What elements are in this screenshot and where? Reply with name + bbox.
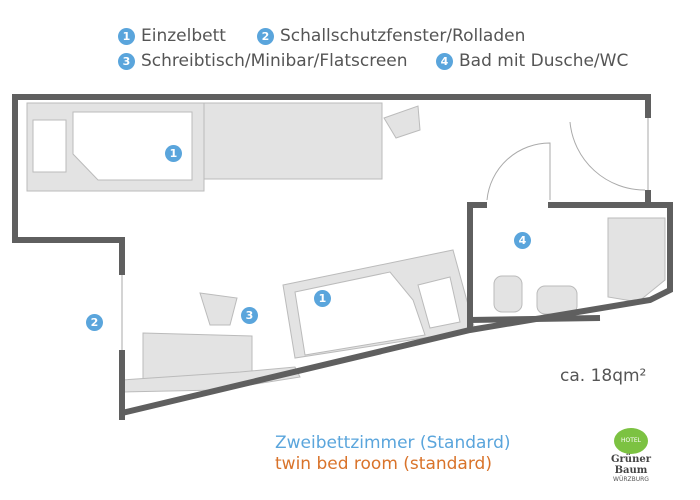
sink	[536, 285, 578, 315]
marker-bed-2: 1	[314, 290, 331, 307]
legend-item-3: 3 Schreibtisch/Minibar/Flatscreen	[118, 51, 408, 71]
toilet	[493, 275, 523, 313]
title-german: Zweibettzimmer (Standard)	[275, 433, 511, 453]
area-label: ca. 18qm²	[560, 366, 647, 386]
title-english: twin bed room (standard)	[275, 454, 492, 474]
chair	[383, 105, 421, 139]
tree-icon: HOTEL	[614, 428, 648, 454]
marker-desk: 3	[241, 307, 258, 324]
legend-label: Bad mit Dusche/WC	[459, 51, 629, 71]
logo-name: Grüner Baum	[611, 454, 651, 476]
hotel-logo: HOTEL Grüner Baum WÜRZBURG	[596, 428, 666, 483]
legend-item-4: 4 Bad mit Dusche/WC	[436, 51, 628, 71]
legend-label: Einzelbett	[141, 26, 226, 46]
walls	[12, 94, 673, 420]
marker-bath: 4	[514, 232, 531, 249]
pillow	[32, 119, 67, 173]
marker-icon: 1	[118, 27, 135, 45]
mattress	[72, 111, 193, 181]
marker-bed-1: 1	[165, 145, 182, 162]
wardrobe	[203, 102, 383, 180]
marker-icon: 3	[118, 52, 135, 70]
chair	[199, 292, 238, 326]
marker-icon: 2	[257, 27, 274, 45]
marker-window: 2	[86, 314, 103, 331]
legend-item-2: 2 Schallschutzfenster/Rolladen	[257, 26, 525, 46]
marker-icon: 4	[436, 52, 453, 70]
logo-city: WÜRZBURG	[613, 476, 649, 483]
legend-label: Schreibtisch/Minibar/Flatscreen	[141, 51, 408, 71]
shower	[607, 217, 666, 303]
legend-item-1: 1 Einzelbett	[118, 26, 226, 46]
pillow	[417, 276, 461, 329]
legend-label: Schallschutzfenster/Rolladen	[280, 26, 526, 46]
